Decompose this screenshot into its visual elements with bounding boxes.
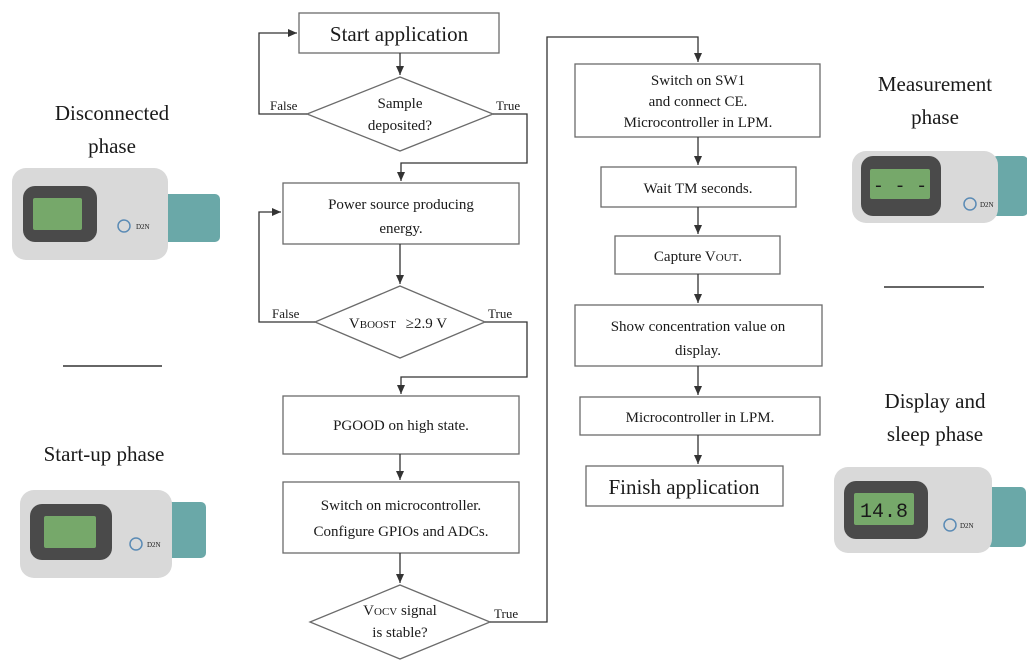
node-show-concentration: Show concentration value on display. [574, 304, 823, 367]
svg-text:Show concentration value on: Show concentration value on [611, 319, 786, 335]
device-logo-icon [963, 197, 977, 211]
svg-text:and connect CE.: and connect CE. [649, 94, 748, 110]
svg-text:Switch on microcontroller.: Switch on microcontroller. [321, 498, 481, 514]
device-disconnected: D2N [12, 168, 220, 260]
svg-text:phase: phase [88, 134, 136, 158]
device-logo-icon [943, 518, 957, 532]
phase-startup-label: Start-up phase [44, 442, 165, 466]
capture-subscript: OUT [716, 252, 739, 264]
decision-vocv-stable: VOCV signal is stable? [308, 584, 492, 660]
device-screen [854, 493, 914, 525]
device-startup: D2N [20, 490, 206, 578]
svg-text:phase: phase [911, 105, 959, 129]
svg-text:Microcontroller in LPM.: Microcontroller in LPM. [624, 115, 773, 131]
svg-text:energy.: energy. [379, 221, 422, 237]
label-vboost-true: True [488, 306, 512, 321]
edge-vboost-true [397, 321, 528, 394]
edge-vocv-true [490, 36, 702, 623]
svg-text:Finish application: Finish application [608, 475, 760, 499]
edge-vboost-false-loop [258, 208, 315, 323]
device-cap [162, 194, 220, 242]
node-finish-application: Finish application [585, 465, 784, 507]
svg-text:Measurement: Measurement [878, 72, 992, 96]
device-logo-text: D2N [136, 223, 150, 231]
edge-sample-true [397, 113, 528, 181]
node-power-source: Power source producing energy. [282, 182, 520, 245]
device-logo-text: D2N [980, 201, 994, 209]
svg-text:Switch on SW1: Switch on SW1 [651, 73, 745, 89]
device-logo-text: D2N [147, 541, 161, 549]
device-cap [986, 487, 1026, 547]
vboost-symbol: V [349, 316, 360, 332]
svg-text:Wait TM seconds.: Wait TM seconds. [644, 181, 753, 197]
device-screen [33, 198, 82, 230]
device-logo-icon [129, 537, 143, 551]
phase-display-sleep-label: Display and sleep phase [885, 389, 986, 446]
svg-text:PGOOD on high state.: PGOOD on high state. [333, 418, 469, 434]
label-vboost-false: False [272, 306, 300, 321]
device-logo-text: D2N [960, 522, 974, 530]
svg-text:VOCV signal: VOCV signal [363, 603, 437, 619]
svg-text:Power source producing: Power source producing [328, 197, 474, 213]
node-wait-tm: Wait TM seconds. [600, 166, 797, 208]
svg-text:Capture VOUT.: Capture VOUT. [654, 249, 742, 265]
svg-text:is stable?: is stable? [372, 625, 428, 641]
vocv-signal-text: signal [397, 603, 437, 619]
capture-suffix: . [738, 249, 742, 265]
decision-vboost: VBOOST ≥2.9 V [313, 285, 487, 359]
device-display-sleep: 14.8 D2N [834, 467, 1026, 553]
node-switch-on-microcontroller: Switch on microcontroller. Configure GPI… [282, 481, 520, 554]
vboost-subscript: BOOST [360, 319, 396, 331]
device-cap [992, 156, 1027, 216]
edges [258, 29, 702, 623]
device-screen [870, 169, 930, 199]
svg-text:Display and: Display and [885, 389, 986, 413]
node-capture-vout: Capture VOUT. [614, 235, 781, 275]
vocv-subscript: OCV [374, 606, 397, 618]
node-pgood: PGOOD on high state. [282, 395, 520, 455]
sleep-display-text: 14.8 [860, 501, 908, 524]
vboost-threshold: ≥2.9 V [406, 316, 447, 332]
phase-measurement-label: Measurement phase [878, 72, 992, 129]
label-vocv-true: True [494, 606, 518, 621]
label-sample-false: False [270, 98, 298, 113]
svg-text:VBOOST≥2.9 V: VBOOST ≥2.9 V [349, 316, 447, 332]
svg-text:sleep phase: sleep phase [887, 422, 983, 446]
node-start-application: Start application [298, 12, 500, 54]
device-screen [44, 516, 96, 548]
svg-text:Microcontroller in LPM.: Microcontroller in LPM. [626, 410, 775, 426]
device-cap [166, 502, 206, 558]
edge-labels: False True False True True [270, 98, 520, 621]
decision-sample-deposited: Sample deposited? [305, 76, 495, 152]
node-switch-sw1: Switch on SW1 and connect CE. Microcontr… [574, 63, 821, 138]
label-sample-true: True [496, 98, 520, 113]
svg-text:Disconnected: Disconnected [55, 101, 170, 125]
edge-sample-false-loop [258, 29, 307, 115]
node-microcontroller-lpm: Microcontroller in LPM. [579, 396, 821, 436]
phase-disconnected-label: Disconnected phase [55, 101, 170, 158]
svg-text:display.: display. [675, 343, 721, 359]
svg-text:Configure GPIOs and ADCs.: Configure GPIOs and ADCs. [314, 524, 489, 540]
svg-text:Sample: Sample [378, 96, 423, 112]
device-measurement: - - - D2N [852, 151, 1027, 223]
svg-text:deposited?: deposited? [368, 118, 432, 134]
capture-prefix: Capture V [654, 249, 716, 265]
svg-text:Start application: Start application [330, 22, 469, 46]
device-logo-icon [117, 219, 131, 233]
measurement-display-text: - - - [873, 177, 927, 197]
vocv-symbol: V [363, 603, 374, 619]
